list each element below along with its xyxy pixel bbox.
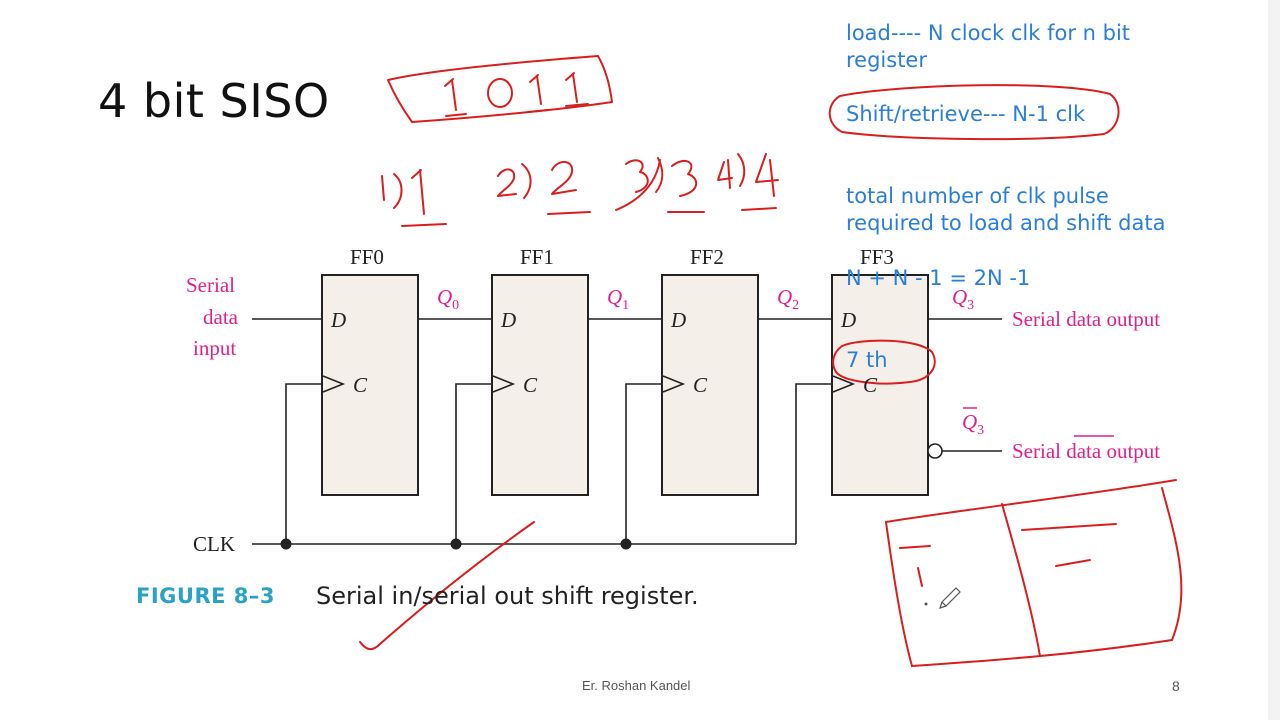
check-mark — [359, 521, 535, 650]
q3bar-label: Q3 — [962, 410, 985, 439]
slide-title: 4 bit SISO — [98, 74, 330, 128]
clk-junction — [620, 538, 632, 550]
red-ink-annotations — [359, 55, 1183, 667]
ff0-label: FF0 — [350, 245, 384, 269]
d-pin: D — [841, 308, 857, 332]
digit — [565, 72, 575, 81]
note-shift: Shift/retrieve--- N-1 clk — [846, 102, 1086, 126]
d-pin: D — [501, 308, 517, 332]
digit — [572, 73, 578, 103]
q3-label: Q3 — [952, 285, 975, 314]
clock-triangle — [322, 375, 346, 393]
inversion-bubble — [927, 443, 943, 459]
clock-triangle — [832, 375, 856, 393]
note-formula: N + N - 1 = 2N -1 — [846, 266, 1031, 290]
c-pin: C — [523, 373, 538, 397]
clk-label: CLK — [193, 532, 235, 556]
ff0-box — [321, 274, 419, 496]
q0-label: Q0 — [437, 285, 460, 314]
note-seventh: 7 th — [846, 348, 888, 372]
figure-caption-tag: FIGURE 8–3 — [136, 584, 275, 608]
ff1-label: FF1 — [520, 245, 554, 269]
ff3-box — [831, 274, 929, 496]
clk-branch-ff3 — [795, 383, 832, 544]
shift-oval — [828, 84, 1120, 141]
digit — [487, 78, 513, 108]
footer-author: Er. Roshan Kandel — [582, 678, 691, 693]
ff1-box — [491, 274, 589, 496]
digit — [444, 78, 454, 87]
ff2-label: FF2 — [690, 245, 724, 269]
digit — [529, 74, 539, 83]
digit — [451, 79, 457, 111]
note-load-line1: load---- N clock clk for n bit — [846, 21, 1131, 45]
digit — [536, 75, 542, 105]
serial-input-line1: Serial — [186, 273, 235, 297]
c-pin: C — [863, 373, 878, 397]
clk-junction — [450, 538, 462, 550]
cursor-dot — [924, 602, 928, 606]
note-load-line2: register — [846, 48, 927, 72]
clk-junction — [280, 538, 292, 550]
c-pin: C — [693, 373, 708, 397]
clock-triangle — [492, 375, 516, 393]
d-pin: D — [671, 308, 687, 332]
clk-branch-ff0 — [285, 383, 322, 544]
clock-triangle — [662, 375, 686, 393]
serial-input-line3: input — [193, 336, 237, 360]
seventh-circle — [832, 339, 936, 385]
serial-output-bar-label: Serial data output — [1012, 439, 1161, 463]
note-total-line1: total number of clk pulse — [846, 184, 1109, 208]
serial-output-label: Serial data output — [1012, 307, 1161, 331]
d-pin: D — [331, 308, 347, 332]
page-number: 8 — [1172, 678, 1180, 694]
figure-caption-text: Serial in/serial out shift register. — [316, 582, 699, 610]
q1-label: Q1 — [607, 285, 630, 314]
serial-input-line2: data — [203, 305, 238, 329]
ff2-box — [661, 274, 759, 496]
pencil-cursor-icon — [939, 587, 961, 609]
clk-branch-ff1 — [455, 383, 492, 544]
ff3-label: FF3 — [860, 245, 894, 269]
c-pin: C — [353, 373, 368, 397]
note-total-line2: required to load and shift data — [846, 211, 1166, 235]
q2-label: Q2 — [777, 285, 800, 314]
clk-branch-ff2 — [625, 383, 662, 544]
slide-thumbnail-strip[interactable] — [1268, 0, 1280, 720]
bits-box — [387, 55, 613, 123]
